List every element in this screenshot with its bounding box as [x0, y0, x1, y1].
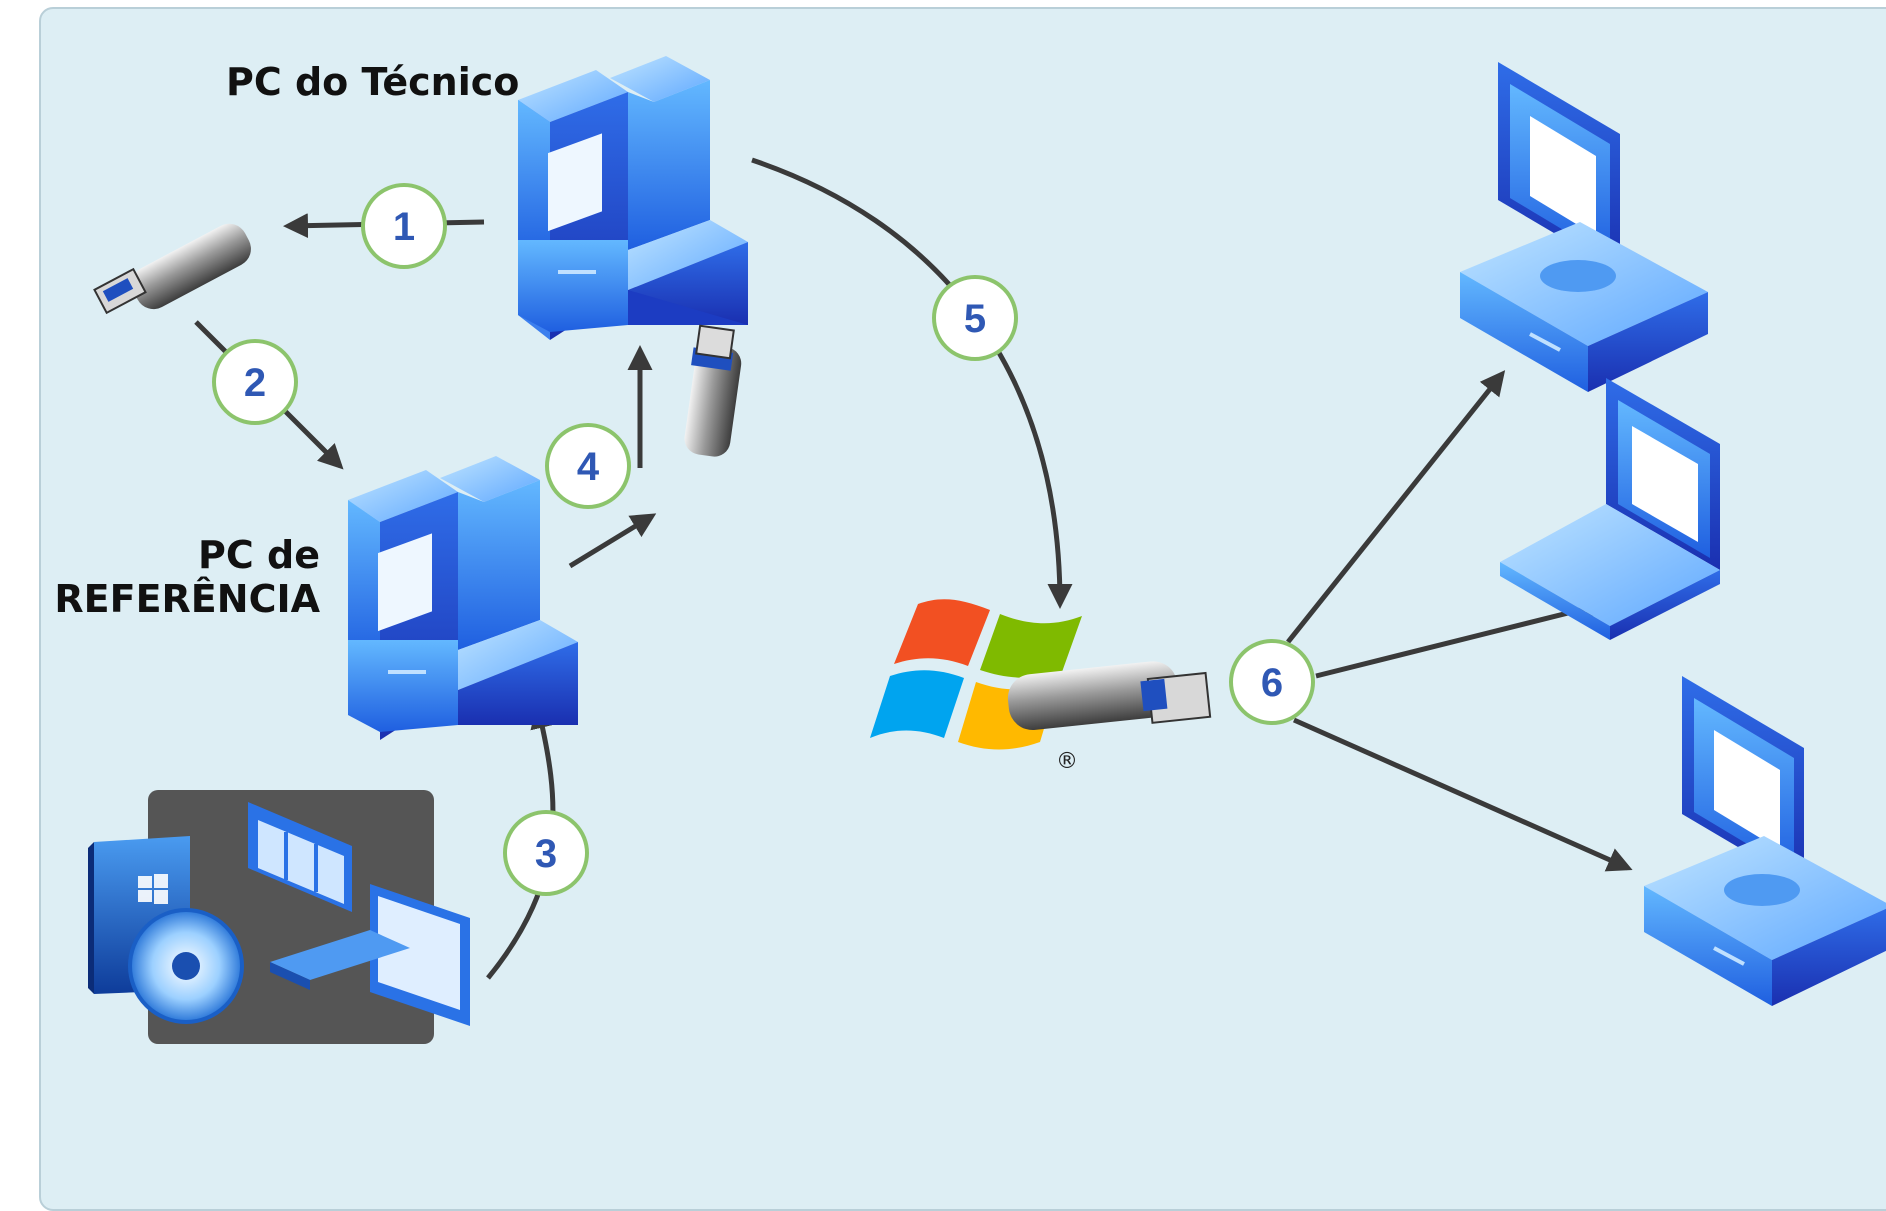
arrow-step-5 — [751, 157, 1073, 609]
technician-pc-icon — [518, 56, 748, 340]
step-badge-4: 4 — [545, 423, 631, 509]
reference-pc-icon — [348, 456, 578, 740]
windows-logo-icon: ® — [870, 599, 1212, 774]
arrow-step-6b — [1315, 596, 1609, 679]
target-desktop-icon-1 — [1460, 62, 1708, 392]
install-media-icon — [88, 790, 470, 1044]
window-stack-icon — [248, 802, 352, 912]
step-badge-1: 1 — [361, 183, 447, 269]
usb-drive-vertical-icon — [684, 324, 742, 457]
arrow-step-6c — [1292, 717, 1633, 872]
step-number-1: 1 — [393, 205, 415, 249]
reference-pc-label: PC de REFERÊNCIA — [54, 533, 320, 621]
reference-pc-label-line1: PC de — [198, 533, 320, 577]
step-number-2: 2 — [244, 361, 266, 405]
usb-drive-icon — [93, 223, 251, 315]
laptop-icon — [1500, 378, 1720, 640]
step-badge-5: 5 — [932, 275, 1018, 361]
folder-icon — [270, 884, 470, 1026]
windows-flag-small-icon — [138, 874, 168, 904]
step-number-4: 4 — [577, 445, 600, 489]
step-number-3: 3 — [535, 832, 557, 876]
deployment-diagram: ® 1 2 3 — [88, 56, 1886, 1044]
step-number-6: 6 — [1261, 661, 1283, 705]
arrow-step-6a — [1286, 370, 1506, 644]
dvd-icon — [128, 908, 244, 1024]
step-number-5: 5 — [964, 297, 986, 341]
step-badge-2: 2 — [212, 339, 298, 425]
registered-mark: ® — [1056, 749, 1078, 774]
reference-pc-label-line2: REFERÊNCIA — [54, 577, 320, 621]
technician-pc-label: PC do Técnico — [226, 60, 520, 104]
target-desktop-icon-2 — [1644, 676, 1886, 1006]
arrow-step-4b — [568, 513, 657, 569]
step-badge-6: 6 — [1229, 639, 1315, 725]
step-badge-3: 3 — [503, 810, 589, 896]
